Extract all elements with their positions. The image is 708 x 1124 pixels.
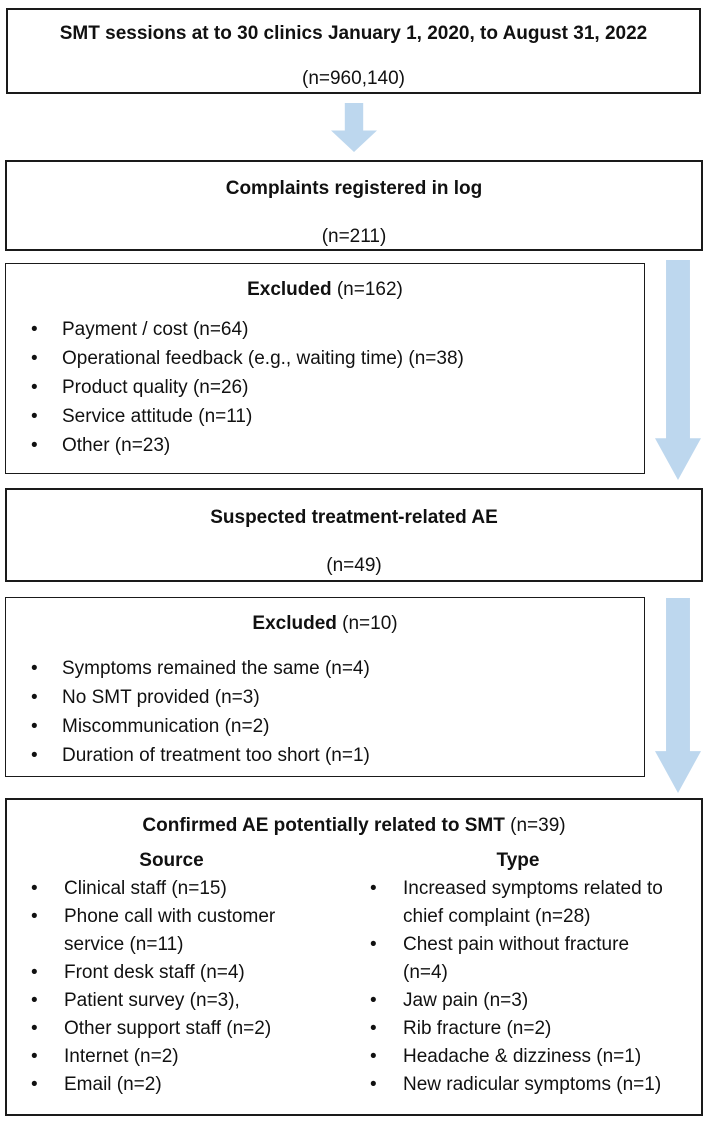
list-item: Headache & dizziness (n=1) xyxy=(368,1043,668,1071)
box-excluded-suspected-title: Excluded (n=10) xyxy=(6,610,644,637)
down-arrow-icon xyxy=(655,598,701,793)
list-item: New radicular symptoms (n=1) xyxy=(368,1071,668,1099)
list-item: Rib fracture (n=2) xyxy=(368,1015,668,1043)
down-arrow-icon xyxy=(655,260,701,480)
list-item: Other support staff (n=2) xyxy=(29,1015,314,1043)
list-item: Product quality (n=26) xyxy=(31,373,636,402)
list-item: Service attitude (n=11) xyxy=(31,402,636,431)
box-complaints-log: Complaints registered in log (n=211) xyxy=(5,160,703,251)
list-item: Patient survey (n=3), xyxy=(29,987,314,1015)
list-item: Front desk staff (n=4) xyxy=(29,959,314,987)
excluded-complaints-list: Payment / cost (n=64) Operational feedba… xyxy=(6,315,644,460)
box-confirmed-ae: Confirmed AE potentially related to SMT … xyxy=(5,798,703,1116)
list-item: Duration of treatment too short (n=1) xyxy=(31,741,636,770)
type-heading: Type xyxy=(496,850,540,871)
list-item: Payment / cost (n=64) xyxy=(31,315,636,344)
source-list: Clinical staff (n=15) Phone call with cu… xyxy=(29,875,314,1099)
excluded-count: (n=10) xyxy=(342,613,398,634)
type-column: Type Increased symptoms related to chief… xyxy=(368,847,668,1099)
box-suspected-ae-n: (n=49) xyxy=(326,555,382,576)
box-excluded-complaints: Excluded (n=162) Payment / cost (n=64) O… xyxy=(5,263,645,474)
down-arrow-icon xyxy=(331,103,377,152)
confirmed-count: (n=39) xyxy=(510,815,566,836)
confirmed-columns: Source Clinical staff (n=15) Phone call … xyxy=(7,847,701,1099)
source-heading: Source xyxy=(139,850,204,871)
box-smt-sessions-title: SMT sessions at to 30 clinics January 1,… xyxy=(59,23,648,44)
list-item: No SMT provided (n=3) xyxy=(31,683,636,712)
type-list: Increased symptoms related to chief comp… xyxy=(368,875,668,1099)
box-suspected-ae-title: Suspected treatment-related AE xyxy=(210,507,498,528)
box-smt-sessions: SMT sessions at to 30 clinics January 1,… xyxy=(6,8,701,94)
box-suspected-ae: Suspected treatment-related AE (n=49) xyxy=(5,488,703,582)
list-item: Jaw pain (n=3) xyxy=(368,987,668,1015)
list-item: Other (n=23) xyxy=(31,431,636,460)
excluded-label: Excluded xyxy=(252,613,337,634)
source-column: Source Clinical staff (n=15) Phone call … xyxy=(29,847,314,1099)
box-complaints-log-n: (n=211) xyxy=(321,226,387,247)
list-item: Increased symptoms related to chief comp… xyxy=(368,875,668,931)
box-complaints-log-title: Complaints registered in log xyxy=(225,178,483,199)
confirmed-label: Confirmed AE potentially related to SMT xyxy=(142,815,505,836)
list-item: Miscommunication (n=2) xyxy=(31,712,636,741)
excluded-label: Excluded xyxy=(247,279,332,300)
box-confirmed-ae-title: Confirmed AE potentially related to SMT … xyxy=(7,813,701,839)
box-smt-sessions-n: (n=960,140) xyxy=(302,68,405,89)
list-item: Email (n=2) xyxy=(29,1071,314,1099)
excluded-count: (n=162) xyxy=(336,279,403,300)
list-item: Chest pain without fracture (n=4) xyxy=(368,931,668,987)
list-item: Phone call with customer service (n=11) xyxy=(29,903,314,959)
list-item: Operational feedback (e.g., waiting time… xyxy=(31,344,636,373)
list-item: Symptoms remained the same (n=4) xyxy=(31,654,636,683)
excluded-suspected-list: Symptoms remained the same (n=4) No SMT … xyxy=(6,654,644,770)
box-excluded-complaints-title: Excluded (n=162) xyxy=(6,276,644,303)
list-item: Internet (n=2) xyxy=(29,1043,314,1071)
box-excluded-suspected: Excluded (n=10) Symptoms remained the sa… xyxy=(5,597,645,777)
list-item: Clinical staff (n=15) xyxy=(29,875,314,903)
